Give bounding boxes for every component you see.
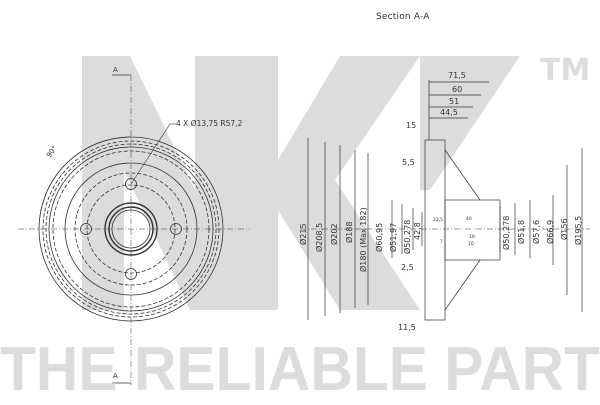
svg-text:40: 40 bbox=[466, 216, 472, 222]
bolt-callout: 4 X Ø13,75 R57,2 bbox=[176, 119, 243, 128]
left-diameter-labels: Ø215 Ø208,5 Ø202 Ø188 Ø180 (Max 182) Ø60… bbox=[298, 207, 422, 272]
dim-51: 51 bbox=[449, 97, 459, 106]
svg-text:Ø51,97: Ø51,97 bbox=[388, 223, 398, 252]
svg-text:7: 7 bbox=[440, 239, 443, 245]
right-diameter-labels: Ø50,278 Ø51,8 Ø57,6 Ø66,9 Ø156 Ø195,5 bbox=[501, 216, 583, 250]
svg-text:Ø188: Ø188 bbox=[344, 221, 354, 243]
svg-text:Ø215: Ø215 bbox=[298, 223, 308, 245]
svg-text:Ø57,6: Ø57,6 bbox=[531, 220, 541, 244]
svg-text:THE RELIABLE PART: THE RELIABLE PART bbox=[0, 335, 600, 400]
section-title: Section A-A bbox=[376, 12, 430, 22]
front-view bbox=[18, 74, 250, 385]
section-view bbox=[300, 80, 590, 321]
dim-44-5: 44,5 bbox=[440, 108, 458, 117]
svg-text:10: 10 bbox=[468, 241, 474, 247]
dim-11-5: 11,5 bbox=[398, 323, 416, 332]
svg-text:Ø202: Ø202 bbox=[329, 223, 339, 245]
svg-text:TM: TM bbox=[540, 53, 590, 88]
slogan-watermark: THE RELIABLE PART bbox=[0, 335, 600, 400]
hub-small-labels: 22,5 40 7 19 10 bbox=[433, 216, 475, 247]
svg-text:Ø60,95: Ø60,95 bbox=[374, 223, 384, 252]
section-marker-bottom: A bbox=[113, 372, 118, 380]
svg-text:Ø50,278: Ø50,278 bbox=[402, 220, 412, 254]
svg-text:Ø66,9: Ø66,9 bbox=[545, 220, 555, 244]
svg-text:Ø195,5: Ø195,5 bbox=[573, 216, 583, 245]
svg-text:Ø156: Ø156 bbox=[559, 218, 569, 240]
dim-15: 15 bbox=[406, 121, 416, 130]
angle-label: 90° bbox=[45, 144, 59, 159]
svg-text:19: 19 bbox=[469, 234, 475, 240]
trademark-symbol: TM bbox=[540, 53, 590, 88]
section-marker-top: A bbox=[113, 66, 118, 74]
dim-60: 60 bbox=[452, 85, 462, 94]
svg-text:42,8: 42,8 bbox=[413, 222, 422, 240]
dim-2-5: 2,5 bbox=[401, 263, 414, 272]
svg-text:Ø180 (Max 182): Ø180 (Max 182) bbox=[358, 207, 368, 272]
svg-text:Ø50,278: Ø50,278 bbox=[501, 216, 511, 250]
dim-5-5: 5,5 bbox=[402, 158, 415, 167]
nk-logo-watermark bbox=[82, 56, 520, 310]
svg-text:Ø51,8: Ø51,8 bbox=[516, 220, 526, 244]
svg-text:Ø208,5: Ø208,5 bbox=[314, 223, 324, 252]
dim-71-5: 71,5 bbox=[448, 71, 466, 80]
svg-text:22,5: 22,5 bbox=[433, 217, 443, 223]
